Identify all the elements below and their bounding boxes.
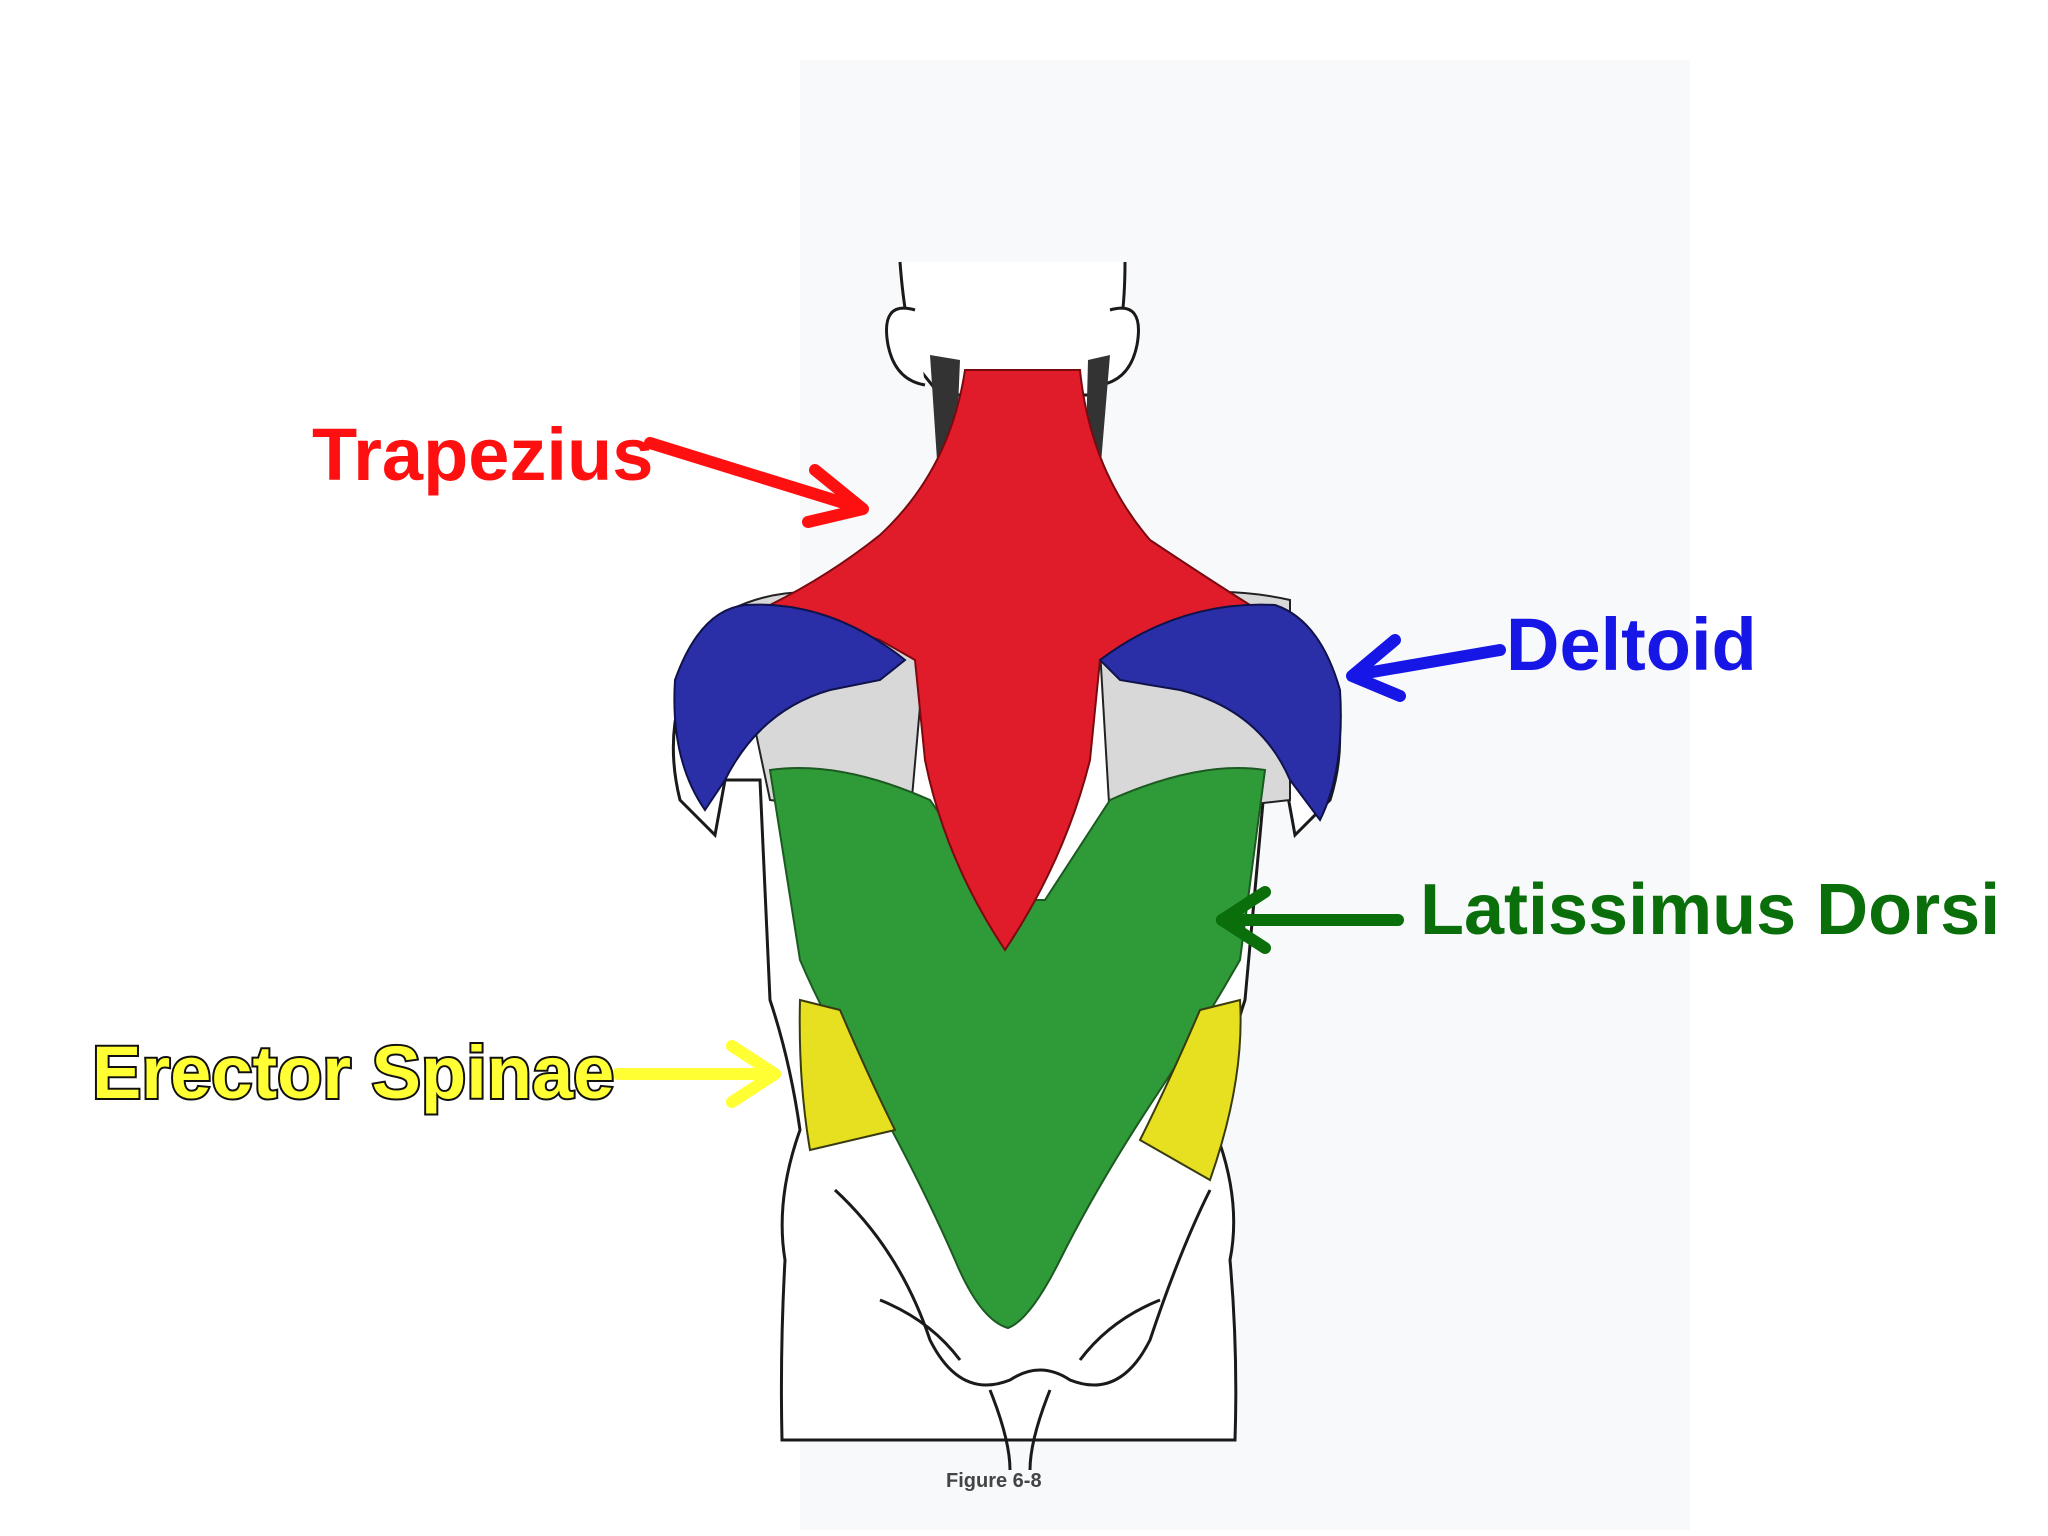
deltoid-muscle-right	[1098, 603, 1342, 822]
trapezius-muscle	[767, 369, 1253, 952]
deltoid-label: Deltoid	[1506, 603, 1757, 686]
deltoid-muscle-left	[673, 603, 907, 812]
trapezius-label: Trapezius	[312, 413, 654, 496]
latissimus-dorsi-label: Latissimus Dorsi	[1420, 870, 2001, 950]
erector-spinae-muscle-right	[1138, 998, 1242, 1182]
erector-spinae-muscle-left	[798, 998, 897, 1152]
erector-spinae-arrow	[612, 1040, 781, 1108]
erector-spinae-label: Erector Spinae	[90, 1031, 616, 1114]
trapezius-arrow	[644, 437, 869, 528]
latissimus-arrow	[1216, 886, 1404, 954]
deltoid-arrow	[1346, 634, 1506, 702]
latissimus-dorsi-muscle	[768, 767, 1267, 1330]
figure-caption: Figure 6-8	[946, 1470, 1042, 1492]
